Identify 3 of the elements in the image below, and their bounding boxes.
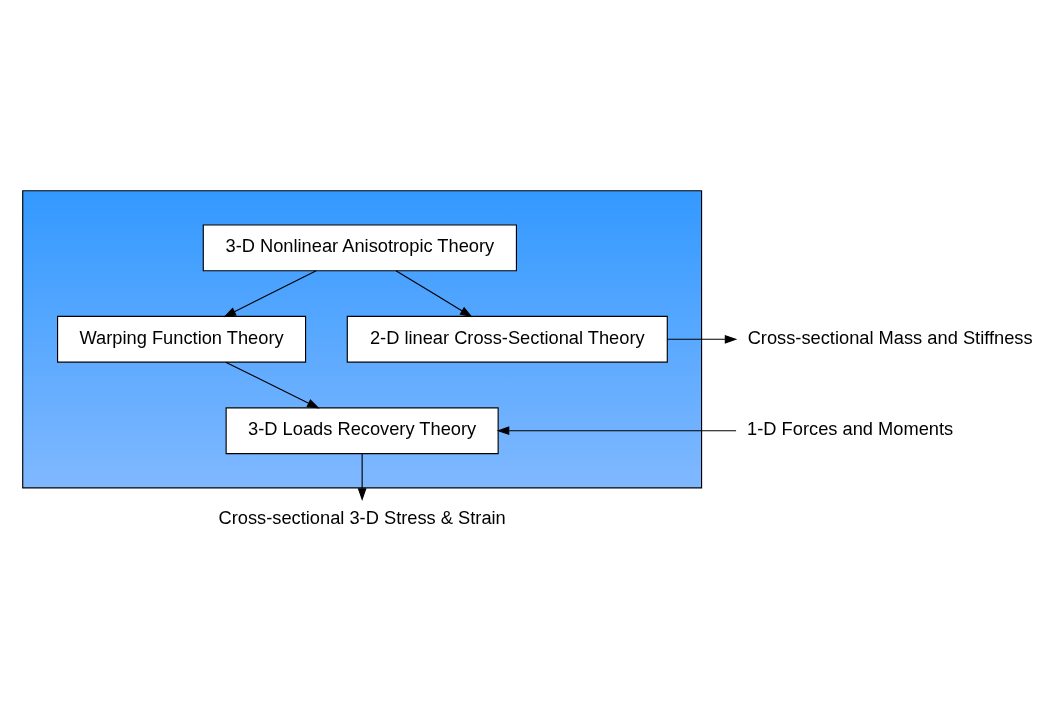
- node-text: Cross-sectional 3-D Stress & Strain: [218, 506, 506, 528]
- node-text: 1-D Forces and Moments: [747, 417, 954, 439]
- node-text: Cross-sectional Mass and Stiffness: [747, 326, 1033, 348]
